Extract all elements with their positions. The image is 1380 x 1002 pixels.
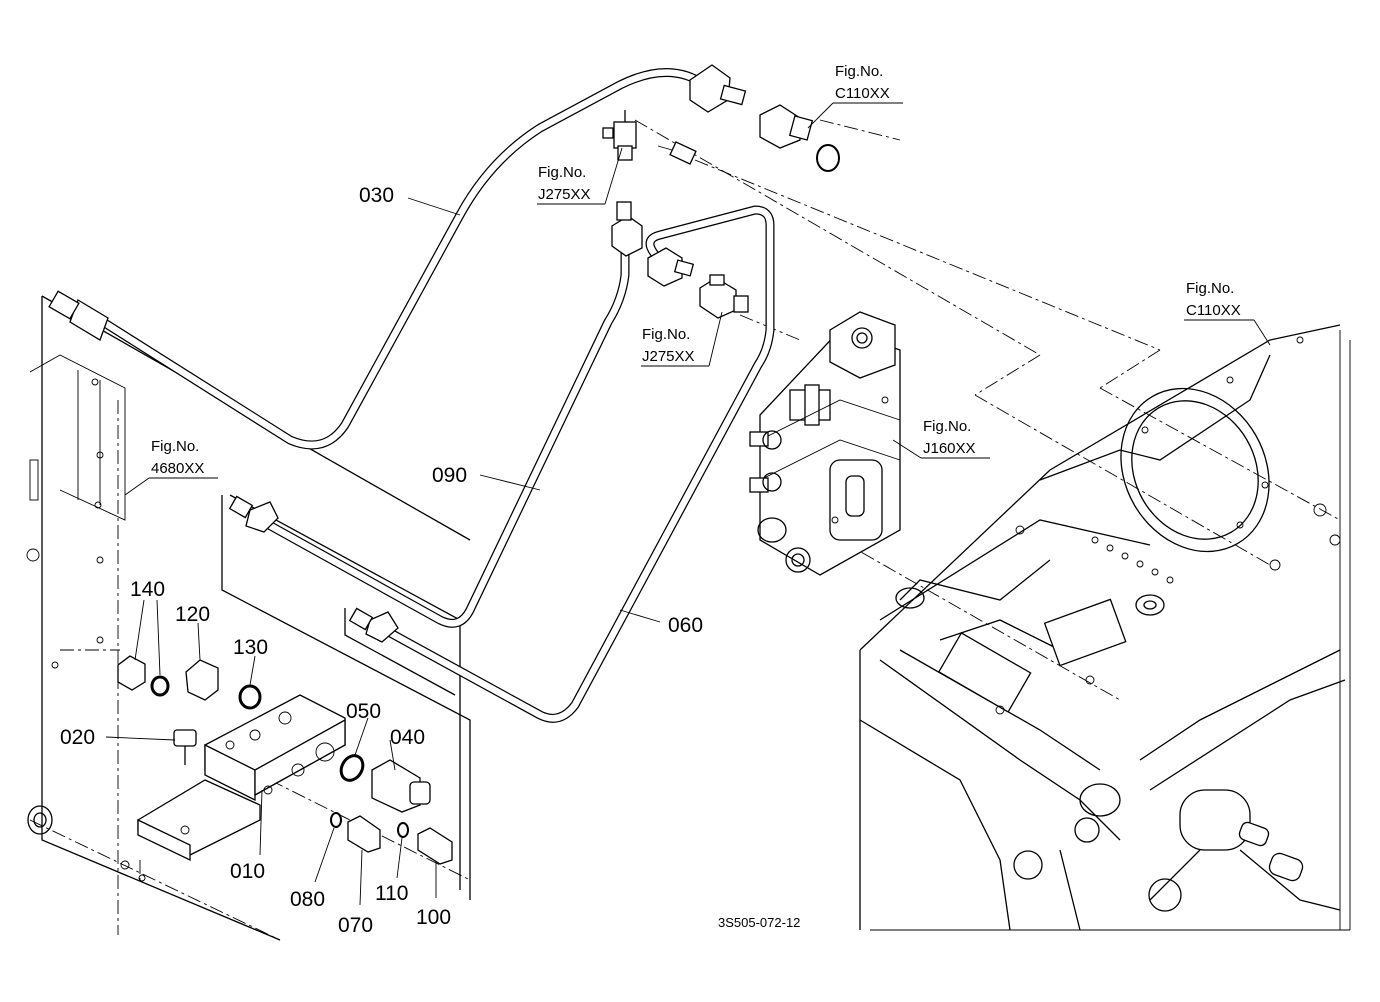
manifold-assembly	[117, 655, 453, 865]
pipe-090	[228, 110, 697, 628]
label-130: 130	[233, 636, 268, 659]
drawing-code: 3S505-072-12	[718, 915, 800, 930]
fig-ref-label: Fig.No.	[151, 438, 199, 455]
label-030: 030	[359, 184, 394, 207]
fig-ref-code: J275XX	[642, 348, 695, 365]
fig-ref-code: C110XX	[835, 85, 890, 102]
fig-ref-code: J275XX	[538, 186, 591, 203]
label-080: 080	[290, 888, 325, 911]
label-100: 100	[416, 906, 451, 929]
control-valve	[749, 311, 901, 576]
part-number-labels: 030 090 060 140 120 130 020 050 040 010 …	[60, 184, 703, 937]
fig-ref-label: Fig.No.	[835, 63, 883, 80]
fig-ref-code: 4680XX	[151, 460, 204, 477]
figure-reference-labels: Fig.No. C110XX Fig.No. J275XX Fig.No. J2…	[151, 63, 1241, 477]
label-020: 020	[60, 726, 95, 749]
pipe-030	[48, 64, 840, 450]
fig-ref-code: C110XX	[1186, 302, 1241, 319]
fig-ref-label: Fig.No.	[923, 418, 971, 435]
fig-ref-label: Fig.No.	[642, 326, 690, 343]
label-060: 060	[668, 614, 703, 637]
transmission-housing	[859, 324, 1351, 931]
fig-ref-label: Fig.No.	[538, 164, 586, 181]
label-050: 050	[346, 700, 381, 723]
label-010: 010	[230, 860, 265, 883]
label-110: 110	[375, 882, 408, 905]
label-140: 140	[130, 578, 165, 601]
fig-ref-code: J160XX	[923, 440, 976, 457]
label-090: 090	[432, 464, 467, 487]
left-housing	[26, 295, 471, 941]
leader-lines	[105, 102, 1271, 906]
label-070: 070	[338, 914, 373, 937]
fig-ref-label: Fig.No.	[1186, 280, 1234, 297]
label-120: 120	[175, 603, 210, 626]
label-040: 040	[390, 726, 425, 749]
pipe-060	[348, 205, 775, 723]
